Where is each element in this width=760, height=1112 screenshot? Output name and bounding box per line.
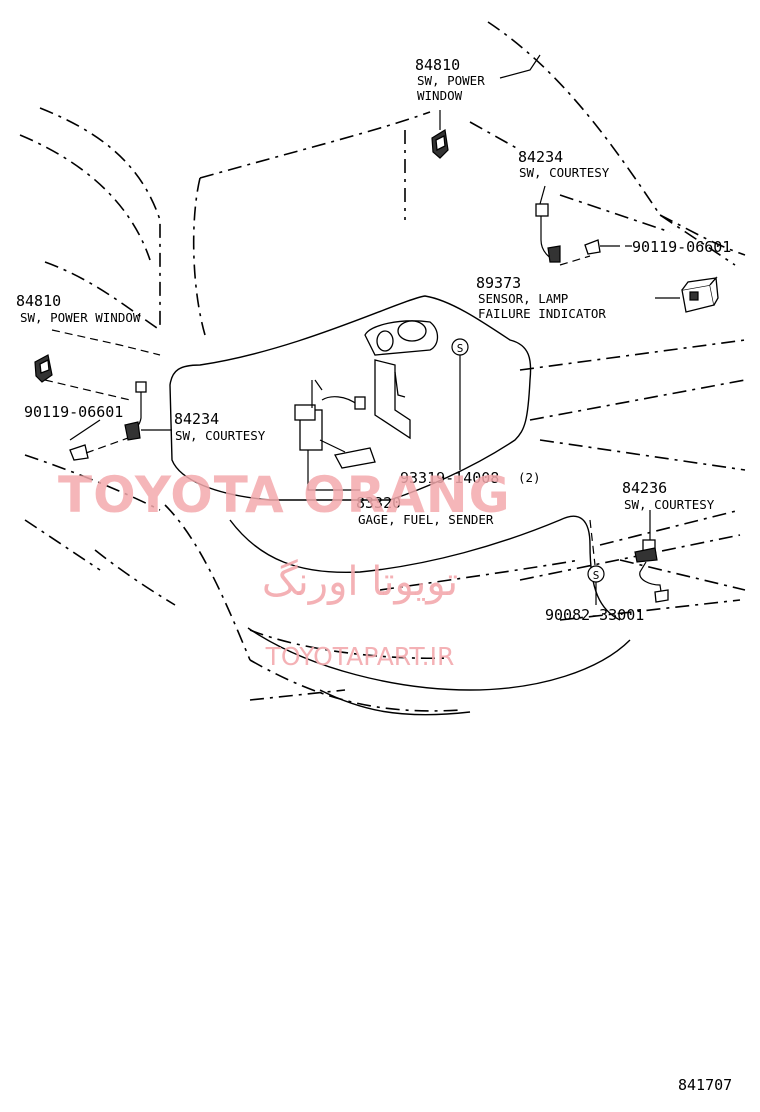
courtesy-switch-right-part	[634, 539, 669, 603]
callout-description: SW, COURTESY	[624, 497, 715, 512]
callout-description: GAGE, FUEL, SENDER	[358, 512, 494, 527]
callout-number: 84810	[16, 292, 61, 310]
s-mark-clamp: S	[587, 565, 605, 583]
lamp-failure-sensor-part	[681, 276, 719, 313]
callout-description: SENSOR, LAMP	[478, 291, 568, 306]
callout-description: WINDOW	[417, 88, 463, 103]
callout-84234-left: 84234 SW, COURTESY	[174, 410, 266, 443]
courtesy-switch-upper-part	[535, 203, 561, 263]
callout-description: SW, POWER WINDOW	[20, 310, 141, 325]
power-window-switch-left-part	[34, 354, 53, 383]
watermark-farsi: تویوتا اورنگ	[262, 559, 458, 605]
watermark-url: TOYOTAPART.IR	[265, 642, 455, 671]
callout-description: FAILURE INDICATOR	[478, 306, 606, 321]
watermark-brand: TOYOTA ORANG	[58, 466, 511, 524]
callout-84236: 84236 SW, COURTESY	[622, 479, 715, 512]
diagram-reference-number: 841707	[678, 1076, 732, 1094]
callout-84234-upper: 84234 SW, COURTESY	[518, 148, 610, 180]
callout-number: 84234	[518, 148, 563, 166]
callout-number: 90082-33001	[545, 606, 644, 624]
callout-84810-upper: 84810 SW, POWER WINDOW	[415, 56, 485, 103]
callout-quantity: (2)	[518, 470, 541, 485]
callout-number: 84810	[415, 56, 460, 74]
callout-90082: 90082-33001	[545, 606, 644, 624]
s-mark-sender-label: S	[457, 342, 464, 355]
callout-93319: 93319-14008 (2)	[400, 469, 541, 487]
callout-number: 84236	[622, 479, 667, 497]
callout-89373: 89373 SENSOR, LAMP FAILURE INDICATOR	[476, 274, 606, 321]
s-mark-sender: S	[451, 338, 469, 356]
callout-number: 84234	[174, 410, 219, 428]
fuel-gage-sender-part	[294, 320, 439, 491]
power-window-switch-upper-part	[431, 129, 449, 159]
callout-90119-upper: 90119-06601	[632, 238, 731, 256]
callout-number: 89373	[476, 274, 521, 292]
courtesy-switch-left-part	[124, 381, 147, 441]
callout-description: SW, COURTESY	[519, 165, 610, 180]
callout-84810-left: 84810 SW, POWER WINDOW	[16, 292, 141, 325]
callout-83320: 83320 GAGE, FUEL, SENDER	[356, 494, 494, 527]
screw-upper-part	[584, 239, 620, 255]
leader-lines	[44, 54, 680, 605]
s-mark-clamp-label: S	[593, 569, 600, 582]
callout-number: 83320	[356, 494, 401, 512]
callout-description: SW, COURTESY	[175, 428, 266, 443]
vehicle-body-outline	[19, 21, 746, 712]
callout-number: 90119-06601	[24, 403, 123, 421]
callout-number: 90119-06601	[632, 238, 731, 256]
callout-number: 93319-14008	[400, 469, 499, 487]
callout-description: SW, POWER	[417, 73, 485, 88]
callout-90119-left: 90119-06601	[24, 403, 123, 421]
watermark: TOYOTA ORANG تویوتا اورنگ TOYOTAPART.IR	[58, 466, 511, 671]
screw-left-part	[69, 444, 89, 461]
